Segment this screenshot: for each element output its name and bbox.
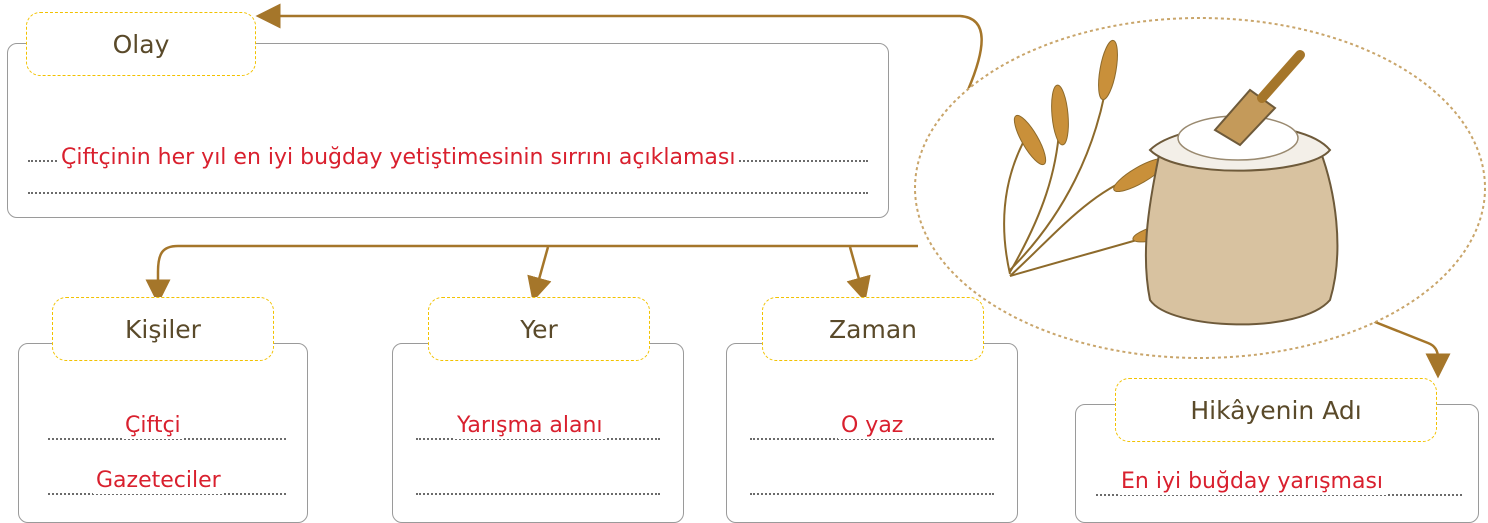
- wheat-and-flour-sack-icon: [914, 17, 1486, 359]
- yer-answer: Yarışma alanı: [454, 413, 606, 439]
- arrow-to-olay: [255, 3, 983, 91]
- kisiler-line-1: [48, 438, 286, 440]
- kisiler-line-2: [48, 493, 286, 495]
- kisiler-label: Kişiler: [52, 297, 274, 361]
- yer-line-2: [416, 493, 660, 495]
- arrow-to-zaman: [846, 246, 871, 303]
- olay-line-2: [28, 192, 868, 194]
- zaman-answer: O yaz: [838, 413, 907, 439]
- olay-answer: Çiftçinin her yıl en iyi buğday yetiştim…: [58, 145, 739, 171]
- hikaye-adi-line: [1096, 494, 1462, 496]
- arrow-to-kisiler: [145, 244, 918, 305]
- arrow-to-hikaye-adi: [1369, 318, 1451, 379]
- zaman-label: Zaman: [762, 297, 984, 361]
- zaman-line-2: [750, 493, 994, 495]
- hikaye-adi-answer: En iyi buğday yarışması: [1118, 469, 1387, 495]
- yer-label: Yer: [428, 297, 650, 361]
- olay-label: Olay: [26, 12, 256, 76]
- kisiler-answer-1: Çiftçi: [122, 413, 184, 439]
- yer-line-1: [416, 438, 660, 440]
- kisiler-answer-2: Gazeteciler: [93, 468, 224, 494]
- hikaye-adi-label: Hikâyenin Adı: [1115, 378, 1437, 442]
- zaman-line-1: [750, 438, 994, 440]
- arrow-to-yer: [527, 246, 552, 303]
